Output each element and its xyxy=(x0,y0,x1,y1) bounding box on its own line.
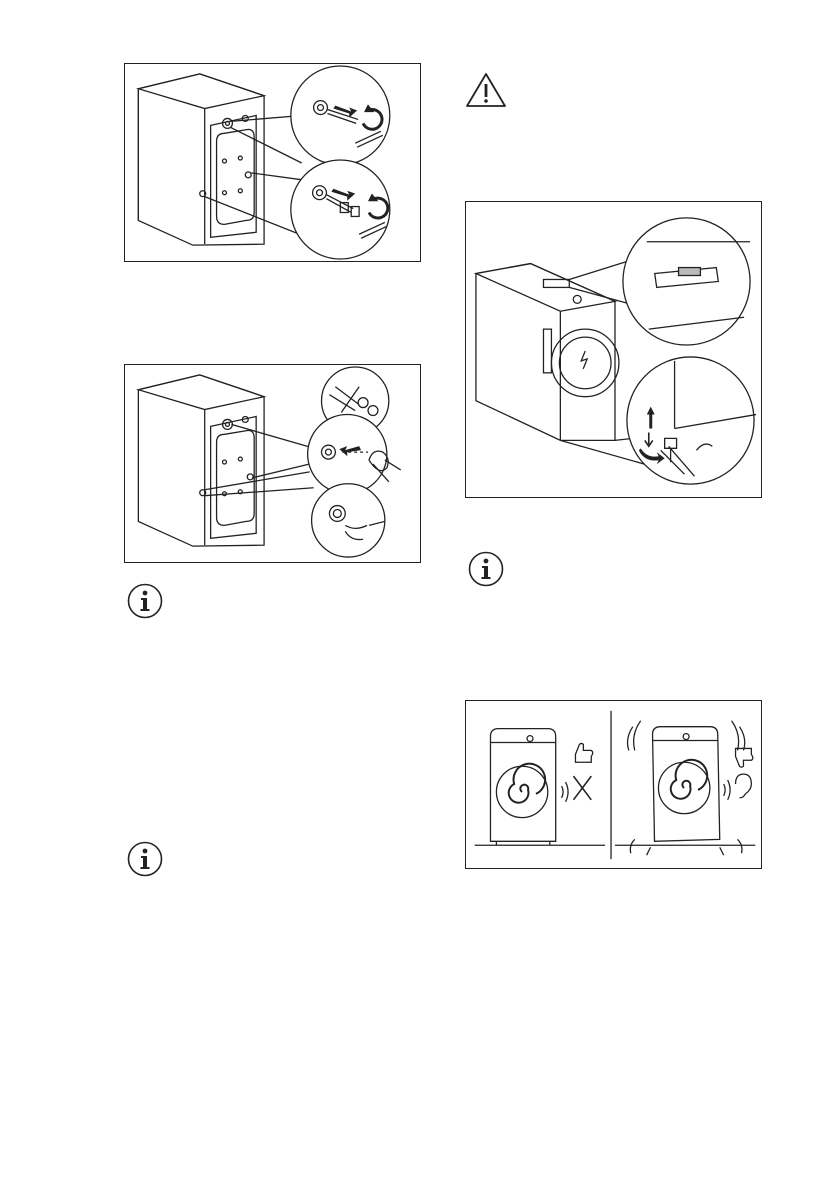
level-comparison-illustration xyxy=(466,701,761,868)
plastic-caps-illustration xyxy=(125,365,420,562)
leveling-illustration xyxy=(466,202,761,497)
transit-bolts-illustration xyxy=(125,64,420,261)
info-icon xyxy=(127,583,163,619)
figure-level-appliance xyxy=(465,201,762,498)
warning-triangle-icon xyxy=(465,72,507,108)
figure-level-vs-unlevel xyxy=(465,700,762,869)
info-icon xyxy=(468,551,504,587)
figure-insert-plastic-caps xyxy=(124,364,421,563)
info-icon xyxy=(127,841,163,877)
figure-remove-transit-bolts xyxy=(124,63,421,262)
